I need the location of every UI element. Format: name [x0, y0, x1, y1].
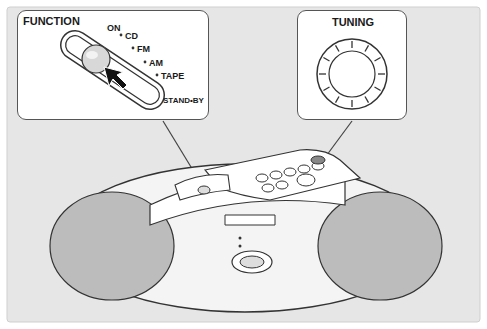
switch-position-label: FM: [137, 45, 150, 54]
function-switch: [75, 34, 158, 95]
panel: [7, 7, 480, 322]
dial-tick: [351, 100, 352, 107]
dial-tick: [375, 58, 381, 62]
switch-position-label: STAND•BY: [163, 97, 204, 105]
dial-tick: [378, 73, 385, 74]
callout-label: FUNCTION: [23, 16, 80, 27]
dial-tick: [323, 58, 329, 62]
switch-position-label: TAPE: [161, 72, 184, 81]
inset-ground: [17, 10, 209, 120]
tuning-dial: [317, 39, 387, 109]
switch-position-label: ON: [107, 24, 121, 33]
dial-tick: [351, 41, 352, 48]
boombox: [50, 150, 442, 312]
function-inset: FUNCTION ON CD FM AM TAPE STAND•BY: [17, 10, 209, 120]
dial-tick: [336, 45, 340, 51]
dial-tick: [323, 87, 329, 91]
dial-tick: [365, 97, 369, 103]
tuning-inset: TUNING: [297, 10, 407, 120]
callout-label: TUNING: [332, 17, 374, 28]
dial-tick: [365, 45, 369, 51]
dial-tick: [319, 73, 326, 74]
switch-position-label: AM: [149, 59, 163, 68]
dial-tick: [375, 87, 381, 91]
inset-ground: [297, 10, 407, 120]
dial-tick: [336, 97, 340, 103]
switch-position-label: CD: [125, 32, 138, 41]
